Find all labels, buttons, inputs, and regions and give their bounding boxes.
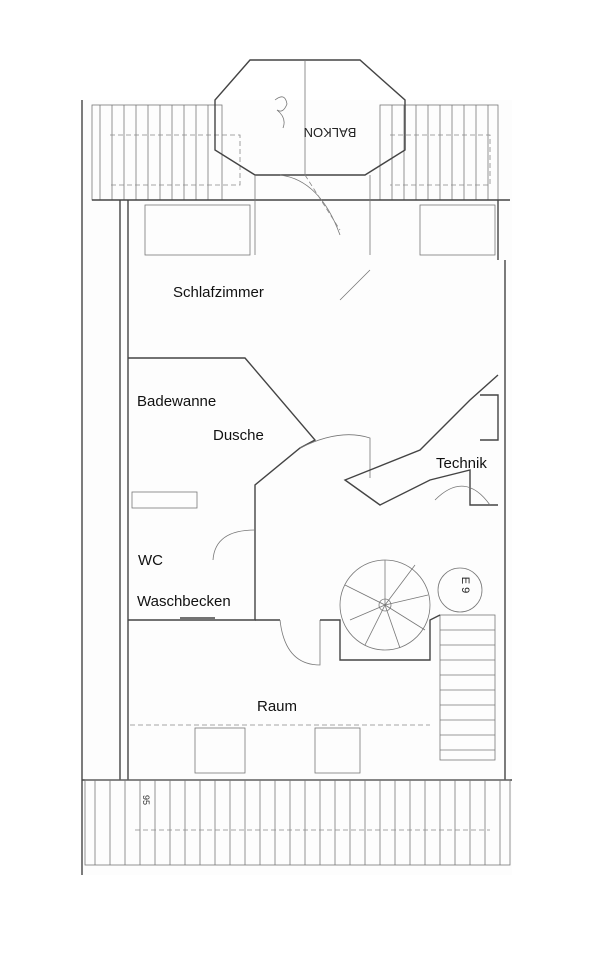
raum-walls (255, 614, 441, 666)
balcony (214, 59, 406, 176)
spiral-stair (339, 559, 431, 651)
roof-hatching-top (91, 104, 499, 201)
balkon-label: BALKON (304, 125, 357, 140)
roof-hatching-bottom (84, 779, 511, 866)
bedroom-furniture (144, 174, 496, 256)
room-label-wc: WC (138, 552, 163, 569)
room-label-raum: Raum (257, 698, 298, 715)
dimension-label: 95 (141, 795, 151, 805)
technik-walls (343, 374, 499, 506)
room-label-dusche: Dusche (213, 427, 264, 444)
room-label-waschbecken: Waschbecken (137, 593, 231, 610)
room-label-badewanne: Badewanne (137, 393, 217, 410)
straight-stair (437, 567, 496, 761)
stair-rise-label: E 9 (459, 577, 471, 594)
room-label-schlafzimmer: Schlafzimmer (173, 284, 264, 301)
room-label-technik: Technik (436, 455, 487, 472)
